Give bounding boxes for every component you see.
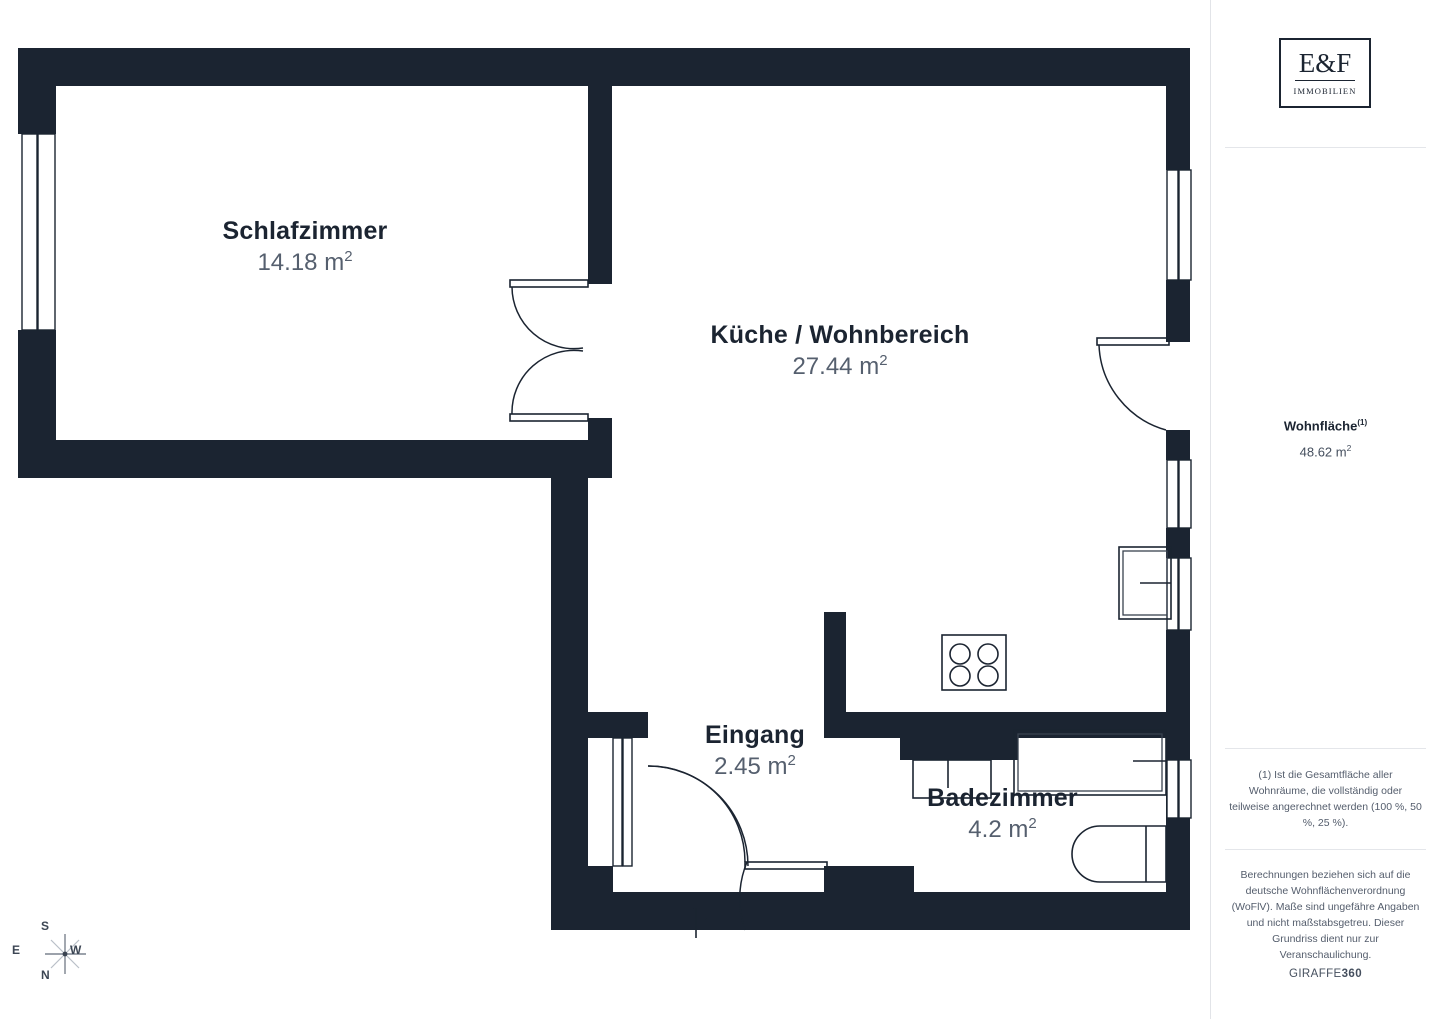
window-entry-left (612, 737, 633, 867)
wall-entry-bottom-stub2 (551, 866, 613, 896)
wall-interior-entry-top (588, 712, 648, 738)
window-living-right-upper (1166, 169, 1192, 281)
wall-interior-bath-notch (900, 738, 1018, 760)
wall-interior-kitchen-bath (824, 612, 846, 718)
wall-exterior-left-upper (18, 48, 56, 134)
fixture-bathtub (1013, 729, 1167, 796)
living-area-footnote-marker: (1) (1357, 418, 1368, 427)
wall-interior-bedroom-kitchen-bot (588, 418, 612, 478)
living-area-number: 48.62 (1299, 444, 1333, 460)
living-area-title: Wohnfläche(1) (1211, 418, 1440, 433)
wall-bedroom-bottom (18, 440, 588, 478)
brand-giraffe360: GIRAFFE360 (1211, 968, 1440, 980)
compass-label-north: N (41, 968, 50, 982)
living-area-value: 48.62 m2 (1211, 443, 1440, 459)
window-living-right-mid (1166, 459, 1192, 529)
sidebar-divider-3 (1225, 849, 1426, 850)
sidebar-divider-2 (1225, 748, 1426, 749)
wall-exterior-right-d (1166, 528, 1190, 558)
logo-initials: E&F (1294, 50, 1356, 81)
brand-prefix: GIRAFFE (1288, 968, 1342, 980)
living-area-block: Wohnfläche(1) 48.62 m2 (1211, 418, 1440, 460)
wall-interior-bedroom-kitchen-top (588, 80, 612, 284)
compass-rose-graphic (45, 934, 86, 974)
info-sidebar: Wohnfläche(1) 48.62 m2 (1) Ist die Gesam… (1210, 0, 1440, 1019)
compass-label-west: W (70, 943, 82, 957)
living-area-exponent: 2 (1346, 443, 1352, 454)
company-logo: E&F IMMOBILIEN (1279, 38, 1371, 108)
fixture-sink-kitchen (1118, 546, 1172, 620)
living-area-title-text: Wohnfläche (1283, 418, 1358, 434)
footnote-definition: (1) Ist die Gesamtfläche aller Wohnräume… (1229, 769, 1422, 829)
sidebar-divider-1 (1225, 147, 1426, 148)
living-area-unit: m (1335, 444, 1347, 460)
fixture-stove (941, 634, 1007, 691)
brand-suffix: 360 (1341, 968, 1363, 980)
door-balcony-right (1096, 337, 1170, 431)
wall-exterior-right-b (1166, 280, 1190, 342)
wall-exterior-top (18, 48, 1190, 86)
entrance-direction-arrow (685, 905, 707, 938)
wall-exterior-right-g (1166, 818, 1190, 930)
window-bath-right (1166, 759, 1192, 819)
floor-plan-canvas: .wall{fill:#1b2431;} .thin{fill:none;str… (18, 48, 1192, 974)
wall-exterior-right-a (1166, 48, 1190, 170)
wall-entry-bottom-stub (824, 866, 914, 896)
wall-exterior-right-c (1166, 430, 1190, 460)
compass-label-south: S (41, 919, 50, 933)
logo-subtitle: IMMOBILIEN (1293, 86, 1357, 96)
wall-corridor-left (551, 440, 588, 930)
wall-exterior-bottom (551, 892, 1190, 930)
fixture-washbasin (912, 759, 992, 799)
window-bedroom-left (21, 133, 56, 331)
wall-exterior-right-e (1166, 630, 1190, 718)
footnote-disclaimer: Berechnungen beziehen sich auf die deuts… (1231, 869, 1420, 961)
compass-label-east: E (12, 943, 21, 957)
fixture-toilet (1071, 825, 1167, 883)
door-bedroom-double (509, 279, 589, 422)
door-entry-interior (647, 765, 749, 867)
